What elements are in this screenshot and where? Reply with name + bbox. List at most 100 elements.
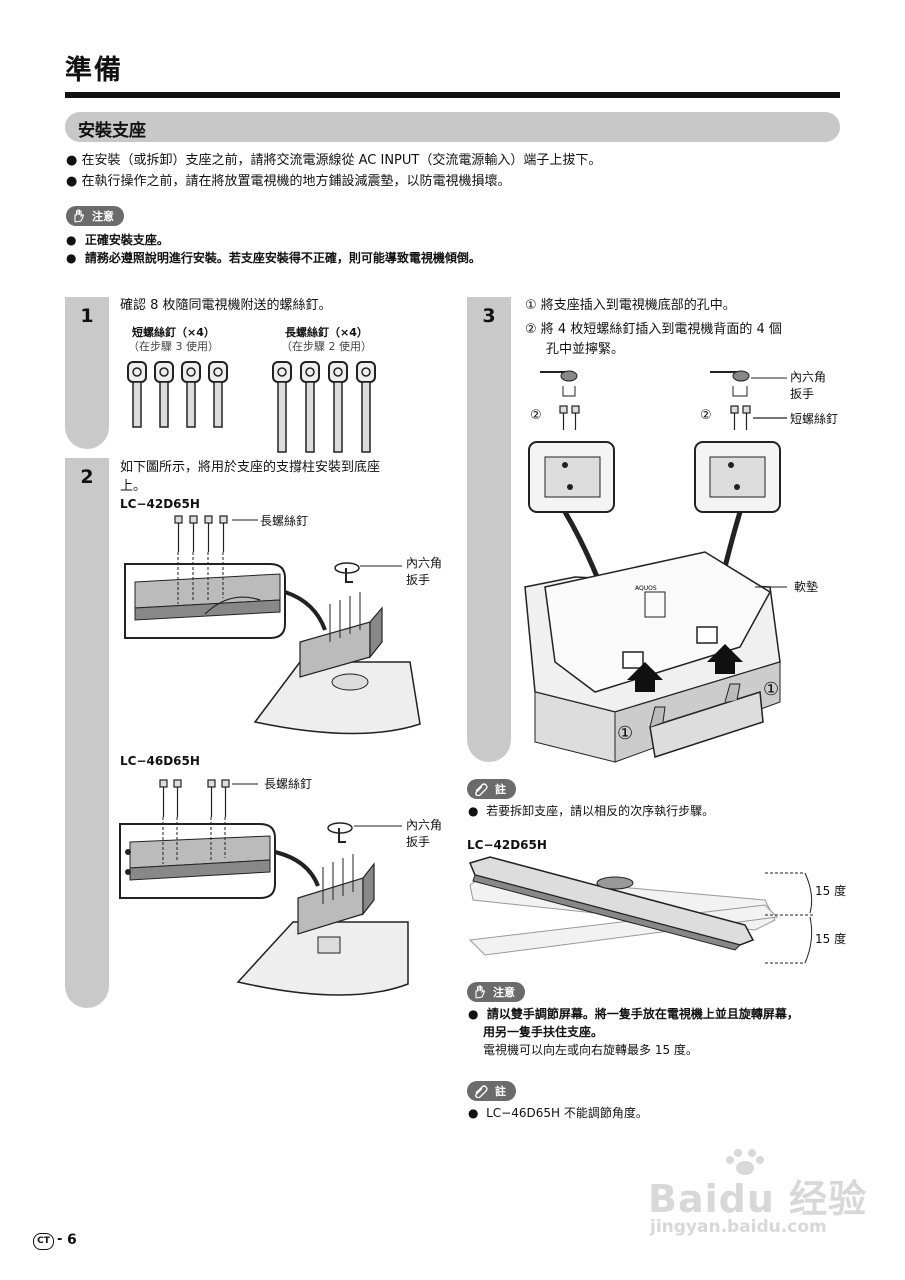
- tv-stand-neck: [596, 876, 634, 890]
- bullet-dot: ●: [468, 1106, 487, 1120]
- stand-assembly-42-illustration: [124, 515, 421, 735]
- note-badge-2: 註: [467, 1081, 516, 1101]
- caution2-text: 請以雙手調節屏幕。將一隻手放在電視機上並且旋轉屏幕，: [486, 1007, 799, 1021]
- note2-text: LC−46D65H 不能調節角度。: [486, 1106, 648, 1120]
- tv-brand-text: AQUOS: [635, 585, 657, 592]
- rotation-model-label: LC−42D65H: [467, 838, 547, 852]
- short-screw-title: 短螺絲釘（×4）: [132, 326, 215, 339]
- paperclip-icon: [475, 783, 488, 796]
- language-badge: CT: [33, 1233, 54, 1250]
- caution2-bold-line2: 用另一隻手扶住支座。: [483, 1025, 604, 1039]
- long-screw: [300, 361, 320, 453]
- caution2-bold-line1: ● 請以雙手調節屏幕。將一隻手放在電視機上並且旋轉屏幕，: [468, 1005, 799, 1024]
- step3-item1: ① 將支座插入到電視機底部的孔中。: [525, 296, 736, 316]
- screen-rotation-illustration: [468, 856, 815, 964]
- angle-arc-down: [804, 916, 813, 964]
- step1-band: [65, 297, 109, 449]
- watermark-logo: Baidu 经验: [648, 1168, 867, 1223]
- title-rule: [65, 92, 840, 98]
- wrench-callout-b-line2: 扳手: [406, 835, 431, 849]
- angle-arc-up: [804, 872, 813, 914]
- intro-bullet-text: 在安裝（或拆卸）支座之前，請將交流電源線從 AC INPUT（交流電源輸入）端子…: [81, 153, 602, 168]
- tv-rear-panel: AQUOS: [544, 551, 771, 693]
- long-screw-callout-b: 長螺絲釘: [264, 777, 313, 791]
- zoom-connector: [274, 850, 320, 887]
- stand-base-and-pillar: [253, 592, 421, 735]
- note2-item: ● LC−46D65H 不能調節角度。: [468, 1105, 648, 1122]
- long-screw-callout-a: 長螺絲釘: [260, 514, 309, 528]
- page-title: 準備: [65, 55, 123, 86]
- marker-2-right: ②: [700, 408, 712, 423]
- long-screw: [328, 361, 348, 453]
- paw-icon: [726, 1149, 764, 1175]
- angle-label-up: 15 度: [815, 884, 847, 898]
- page-separator: -: [57, 1232, 63, 1247]
- bullet-dot: ●: [66, 233, 85, 247]
- angle-label-down: 15 度: [815, 932, 847, 946]
- long-screw: [356, 361, 376, 453]
- caution-label: 注意: [493, 986, 515, 999]
- intro-bullet-text: 在執行操作之前，請在將放置電視機的地方鋪設減震墊，以防電視機損壞。: [81, 174, 511, 189]
- short-screw-note: （在步驟 3 使用）: [128, 340, 219, 353]
- short-screw: [127, 361, 147, 428]
- stand-base-and-pillar: [236, 854, 409, 996]
- step3-item1-text: 將支座插入到電視機底部的孔中。: [540, 298, 736, 313]
- caution-item-1: ● 正確安裝支座。: [66, 231, 169, 250]
- short-screws-illustration: [127, 361, 228, 428]
- step2-text-line2: 上。: [120, 479, 147, 494]
- step-marker: ②: [525, 322, 537, 337]
- watermark-logo-text: Baidu 经验: [648, 1177, 868, 1221]
- note-label: 註: [495, 783, 506, 796]
- closeup-right: [694, 441, 781, 513]
- wrench-callout-a-line1: 內六角: [406, 556, 443, 570]
- step1-text: 確認 8 枚隨同電視機附送的螺絲釘。: [120, 298, 332, 313]
- stand-assembly-46-illustration: [119, 779, 409, 996]
- short-screw: [181, 361, 201, 428]
- caution2-detail: 電視機可以向左或向右旋轉最多 15 度。: [483, 1043, 698, 1057]
- bullet-dot: ●: [66, 251, 85, 265]
- long-screw: [272, 361, 292, 453]
- wrench-callout-c-line1: 內六角: [790, 370, 827, 384]
- marker-2-left: ②: [530, 408, 542, 423]
- caution-badge: 注意: [66, 206, 124, 226]
- bullet-dot: ●: [66, 153, 82, 168]
- stand-rail-closeup: [124, 552, 286, 639]
- bullet-dot: ●: [468, 804, 487, 818]
- step3-item2-text: 將 4 枚短螺絲釘插入到電視機背面的 4 個: [540, 322, 782, 337]
- long-screw-note: （在步驟 2 使用）: [281, 340, 372, 353]
- zoom-connector: [284, 590, 327, 631]
- note-label: 註: [495, 1085, 506, 1098]
- wrench-callout-c-line2: 扳手: [790, 387, 815, 401]
- tv-center-bezel: [472, 874, 741, 951]
- short-screw: [208, 361, 228, 428]
- step2-text-line1: 如下圖所示，將用於支座的支撐柱安裝到底座: [120, 460, 381, 475]
- marker-1-right: ①: [763, 679, 780, 700]
- long-screws-group: [174, 515, 228, 552]
- note-badge-1: 註: [467, 779, 516, 799]
- wrench-callout-b-line1: 內六角: [406, 818, 443, 832]
- insert-arrow-right: [707, 644, 743, 674]
- hex-wrench-left: [540, 370, 578, 397]
- long-screw-title: 長螺絲釘（×4）: [285, 326, 368, 339]
- step3-item2-line2: 孔中並擰緊。: [546, 342, 625, 357]
- closeup-left: [528, 441, 615, 513]
- long-screws-illustration: [272, 361, 376, 453]
- hex-wrench: [334, 562, 402, 583]
- short-screws-left: [559, 405, 580, 430]
- section-bar: [65, 112, 840, 142]
- bullet-dot: ●: [468, 1007, 487, 1021]
- hex-wrench-right: [710, 370, 787, 397]
- step3-item2: ② 將 4 枚短螺絲釘插入到電視機背面的 4 個: [525, 320, 782, 340]
- note1-item: ● 若要拆卸支座，請以相反的次序執行步驟。: [468, 803, 714, 820]
- short-screw-callout: 短螺絲釘: [790, 412, 839, 426]
- step1-number: 1: [80, 305, 94, 327]
- stand-rail-closeup: [119, 817, 276, 899]
- caution-badge-2: 注意: [467, 982, 525, 1002]
- tv-stand-insertion-illustration: AQUOS: [524, 370, 787, 763]
- intro-bullet-1: ● 在安裝（或拆卸）支座之前，請將交流電源線從 AC INPUT（交流電源輸入）…: [66, 151, 601, 171]
- short-screws-right: [730, 405, 787, 430]
- step3-band: [467, 297, 511, 762]
- step3-number: 3: [482, 305, 496, 327]
- model-label-46: LC−46D65H: [120, 754, 200, 768]
- paperclip-icon: [475, 1085, 488, 1098]
